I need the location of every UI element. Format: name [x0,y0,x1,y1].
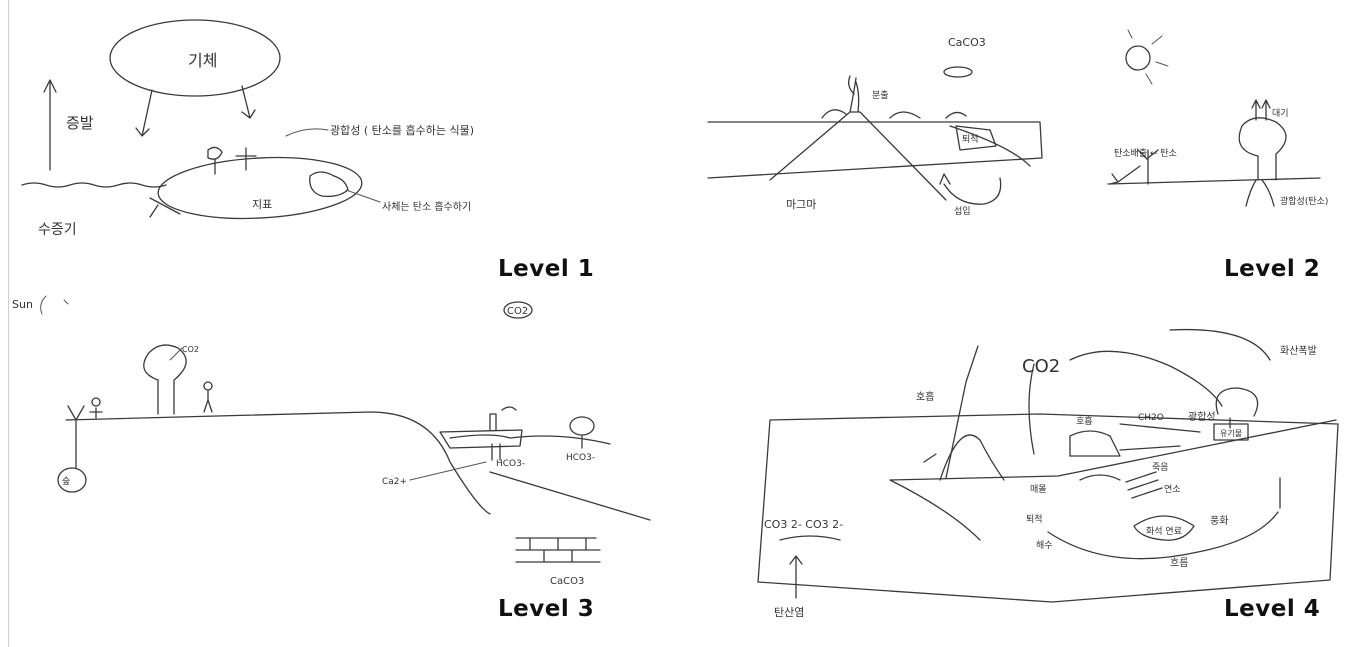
level-1-sketch: 기체 증발 수증기 광합성 ( 탄소를 흡수하는 식물) 지표 사체는 탄소 흡… [21,19,474,238]
fuel-label: 연소 [1164,484,1181,495]
level-1-label: Level 1 [498,256,595,282]
level-4-sketch: CO2 호흡 광합성 화산폭발 호흡 CH2O 유기물 CO3 2- CO3 2… [757,328,1339,619]
death-label: 죽음 [1152,462,1169,473]
ground-label: 광합성(탄소) [1280,195,1328,207]
magma-label: 마그마 [786,198,816,211]
organic-label: CH2O [1138,413,1164,423]
evaporation-label: 증발 [66,114,94,132]
sea-label: 해수 [1036,540,1053,551]
panel-level-1: 기체 증발 수증기 광합성 ( 탄소를 흡수하는 식물) 지표 사체는 탄소 흡… [10,0,610,290]
co3-label: CO3 2- CO3 2- [764,518,843,531]
level-4-label: Level 4 [1224,596,1321,622]
co2-bubble-label: CO2 [507,306,528,317]
volcano-label-l4: 화산폭발 [1280,345,1317,357]
cloud-label: 기체 [188,51,217,70]
weathering-label: 풍화 [1210,515,1228,527]
level-3-label: Level 3 [498,596,595,622]
panel-level-2: CaCO3 분출 마그마 퇴적 섭입 대기 탄소배출 ← 탄소 광합성(탄소) … [700,0,1340,290]
sun-label: Sun [12,298,33,311]
volcano-label: 분출 [872,90,889,101]
respiration-label: 호흡 [916,390,934,403]
sediment-label: 퇴적 [1026,513,1043,525]
hco3-a-label: HCO3- [496,459,525,469]
caco3-label: CaCO3 [948,36,986,49]
rise-label: 대기 [1272,108,1289,119]
fossil-label: 화석 연료 [1146,526,1182,537]
panel-level-4: CO2 호흡 광합성 화산폭발 호흡 CH2O 유기물 CO3 2- CO3 2… [740,320,1350,640]
ca-label: Ca2+ [382,477,407,487]
plant-left-label: 탄소배출 ← 탄소 [1114,148,1177,159]
burial-label: 매몰 [1030,484,1047,495]
subduction-label: 섭입 [954,205,971,217]
co2-main-label: CO2 [1022,356,1060,377]
hco3-b-label: HCO3- [566,453,595,463]
photosynthesis-label-l4: 광합성 [1188,411,1216,423]
animal-label: 사체는 탄소 흡수하기 [382,200,471,213]
tree-label: 유기물 [1220,429,1242,438]
breath-label: 호흡 [1076,415,1093,427]
level-2-sketch: CaCO3 분출 마그마 퇴적 섭입 대기 탄소배출 ← 탄소 광합성(탄소) [707,29,1328,217]
caco3-label-l3: CaCO3 [550,576,584,587]
trench-label: 퇴적 [962,133,979,145]
root-label: 숲 [62,476,70,487]
co2-tree-label: CO2 [182,345,199,354]
carbonate-label: 탄산염 [774,606,804,619]
level-2-label: Level 2 [1224,256,1321,282]
photosynthesis-label: 광합성 ( 탄소를 흡수하는 식물) [330,123,474,137]
left-border [8,0,9,647]
water-label: 수증기 [38,222,77,238]
level-3-sketch: Sun CO2 숲 CO2 Ca2+ HCO3- HCO3- CaCO3 [12,295,651,587]
soil-label: 지표 [252,198,272,211]
panel-level-3: Sun CO2 숲 CO2 Ca2+ HCO3- HCO3- CaCO3 Lev… [10,290,660,640]
flow-label: 흐름 [1170,557,1188,569]
